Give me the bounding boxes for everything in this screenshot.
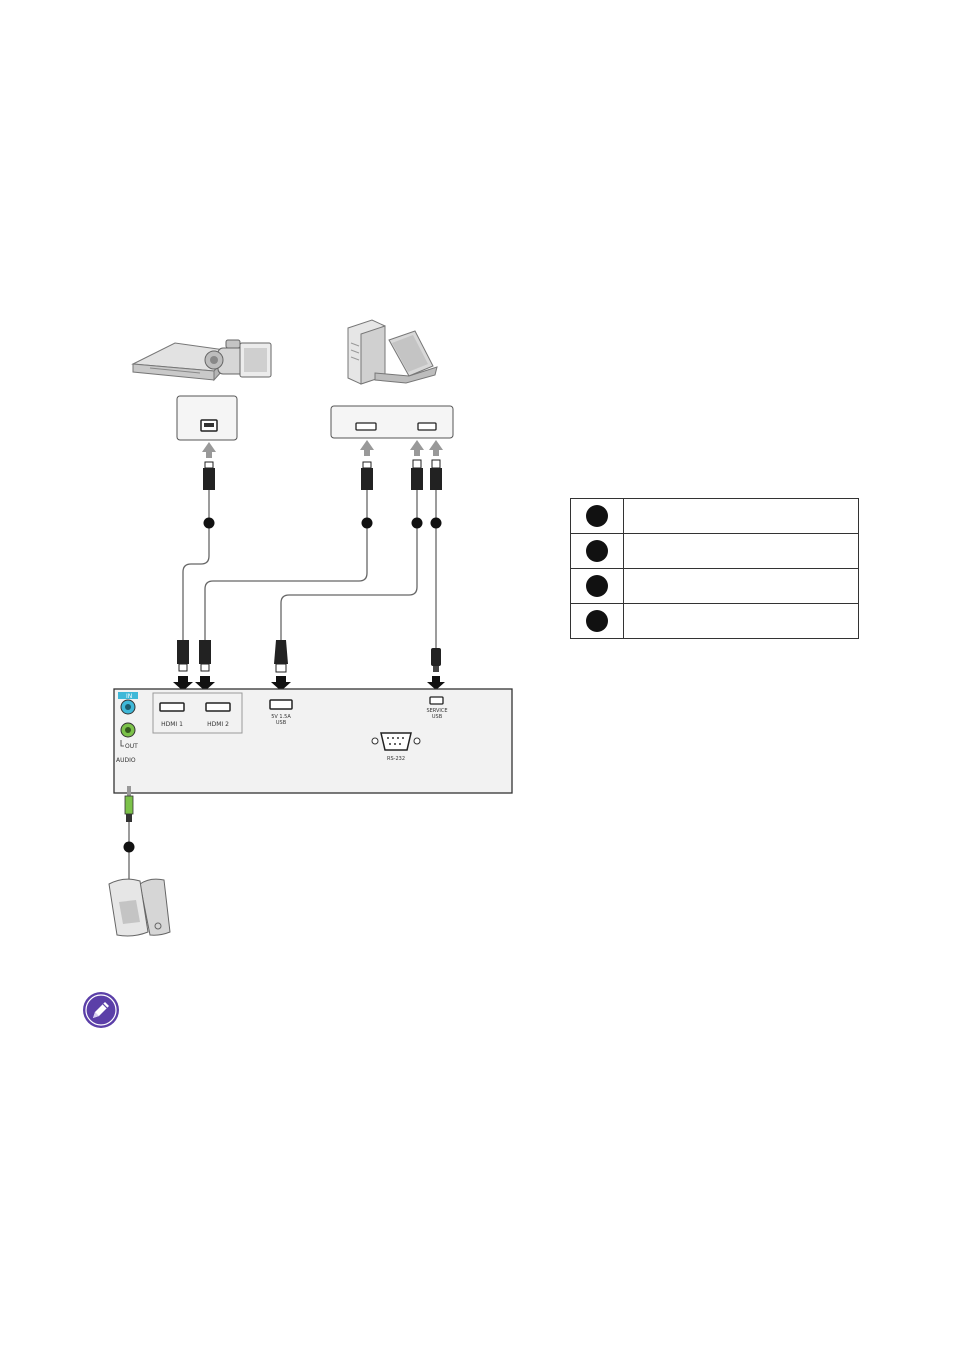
hdmi-plug-projector-2 <box>199 640 211 672</box>
pc-source-usb-port <box>417 422 437 431</box>
speakers-icon <box>108 878 171 937</box>
source-input-arrows <box>202 440 443 458</box>
legend-row <box>570 603 859 639</box>
audio-out-label: OUT <box>125 743 138 750</box>
usb-plug-projector <box>274 640 288 673</box>
legend-text <box>623 498 859 534</box>
hdmi-plug-av-top <box>203 461 215 490</box>
service-sub-label: USB <box>432 714 443 720</box>
hdmi1-port <box>159 702 185 712</box>
rs232-label: RS-232 <box>387 756 405 762</box>
projector-input-arrows <box>120 676 445 782</box>
hdmi-port-group <box>152 692 243 734</box>
desktop-pc-icon <box>347 319 386 385</box>
hdmi1-label: HDMI 1 <box>161 721 183 728</box>
audio-section: IN OUT AUDIO <box>116 692 138 764</box>
cable-marker <box>430 517 442 529</box>
cable-marker <box>361 517 373 529</box>
laptop-icon <box>374 330 438 384</box>
legend-marker-1 <box>586 505 608 527</box>
service-label: SERVICE <box>426 708 447 714</box>
legend-row <box>570 568 859 604</box>
legend-marker-4 <box>586 610 608 632</box>
cables <box>128 490 437 885</box>
audio-in-label: IN <box>126 693 132 700</box>
legend-text <box>623 533 859 569</box>
hdmi-plug-projector-1 <box>177 640 189 672</box>
pc-source-port-panel <box>330 405 454 439</box>
pc-source-hdmi-port <box>355 422 377 431</box>
rs232-port <box>371 732 421 751</box>
legend-row <box>570 498 859 534</box>
legend-marker-2 <box>586 540 608 562</box>
usb-power-sub-label: USB <box>276 720 287 726</box>
av-source-port-panel <box>176 395 238 441</box>
cable-marker <box>123 841 135 853</box>
cable-markers <box>123 517 442 853</box>
legend-row <box>570 533 859 569</box>
audio-label: AUDIO <box>116 757 136 764</box>
cable-marker <box>411 517 423 529</box>
note-pencil-icon <box>83 992 119 1028</box>
usb-plug-pc-top-1 <box>411 459 423 490</box>
cable-legend-table <box>570 498 859 639</box>
hdmi2-label: HDMI 2 <box>207 721 229 728</box>
service-usb-port <box>429 696 444 705</box>
legend-marker-3 <box>586 575 608 597</box>
cable-marker <box>203 517 215 529</box>
hdmi-plug-pc-top <box>361 461 373 490</box>
usb-power-port <box>269 699 293 710</box>
usb-power-label: 5V 1.5A <box>271 714 291 720</box>
camcorder-icon <box>204 339 272 378</box>
usb-plug-pc-top-2 <box>430 459 442 490</box>
legend-text <box>623 568 859 604</box>
hdmi2-port <box>205 702 231 712</box>
legend-text <box>623 603 859 639</box>
mini-usb-plug-projector <box>431 648 441 672</box>
audio-plug <box>124 786 134 822</box>
